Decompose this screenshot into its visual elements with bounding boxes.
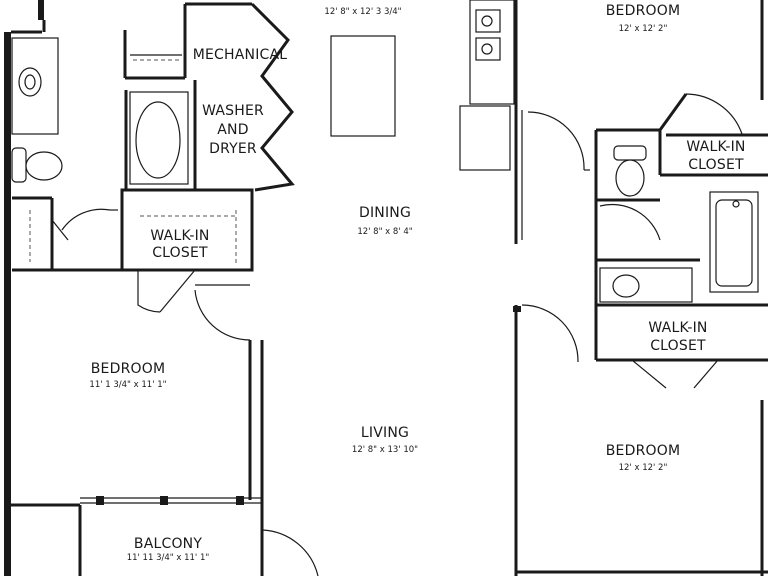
walls [4,0,768,576]
room-labels: 12' 8" x 12' 3 3/4" MECHANICAL WASHER AN… [89,3,745,563]
bedroom-top-right-label: BEDROOM [606,3,680,19]
dining-label: DINING [359,205,411,221]
kitchen-dimension: 12' 8" x 12' 3 3/4" [324,7,401,17]
living-dimension: 12' 8" x 13' 10" [352,445,418,455]
left-fixtures [11,37,189,185]
bedroom-left-dimension: 11' 1 3/4" x 11' 1" [89,380,166,390]
washer-label-line3: DRYER [209,141,257,157]
washer-label-line1: WASHER [202,103,264,119]
tub-basin-icon [135,101,181,179]
living-label: LIVING [361,425,409,441]
walkin-closet-left-line2: CLOSET [152,245,208,261]
walkin-closet-right-top-line1: WALK-IN [686,139,745,155]
sink-icon [612,274,640,298]
bedroom-bottom-right-label: BEDROOM [606,443,680,459]
toilet-icon [615,159,645,197]
mechanical-label: MECHANICAL [193,47,288,63]
walkin-closet-left-line1: WALK-IN [150,228,209,244]
bedroom-bottom-right-dimension: 12' x 12' 2" [619,463,668,473]
balcony-label: BALCONY [134,536,202,552]
bedroom-left-label: BEDROOM [91,361,165,377]
walkin-closet-right-mid-line1: WALK-IN [648,320,707,336]
drain-icon [732,200,740,208]
balcony-dimension: 11' 11 3/4" x 11' 1" [127,553,210,563]
dining-dimension: 12' 8" x 8' 4" [357,227,412,237]
bedroom-top-right-dimension: 12' x 12' 2" [619,24,668,34]
toilet-tank [11,147,27,183]
toilet-icon [25,151,63,181]
right-fixtures [612,145,740,298]
walkin-closet-right-mid-line2: CLOSET [650,338,706,354]
washer-label-line2: AND [217,122,248,138]
walkin-closet-right-top-line2: CLOSET [688,157,744,173]
